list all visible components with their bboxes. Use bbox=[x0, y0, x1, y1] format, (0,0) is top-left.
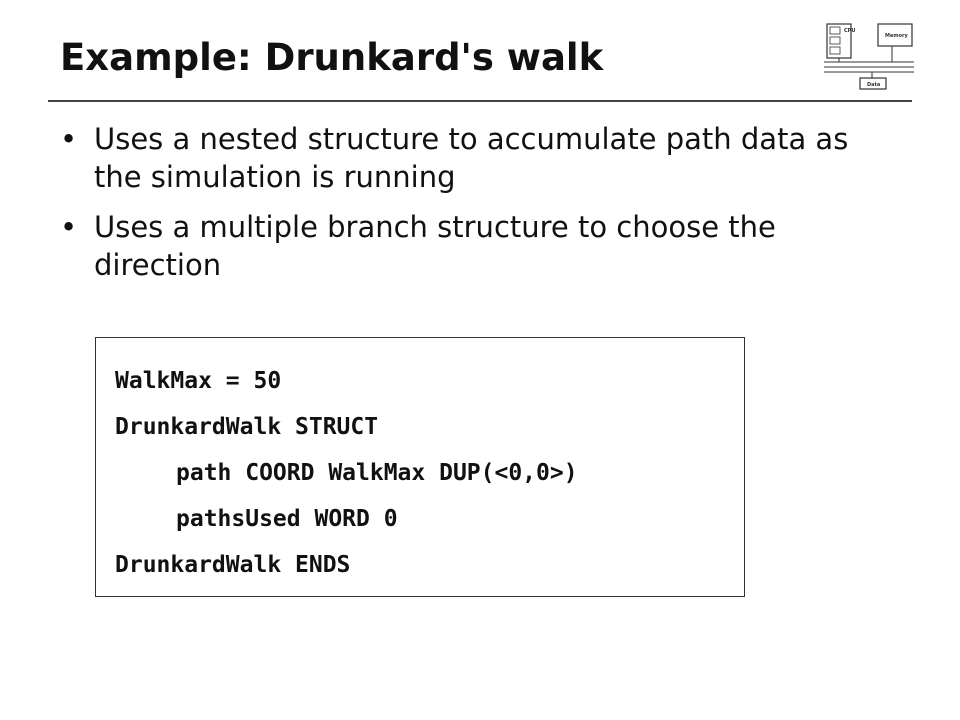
bullet-marker: • bbox=[60, 122, 78, 156]
computer-architecture-diagram-icon: CPU Memory Data bbox=[824, 23, 914, 90]
bullet-text: Uses a multiple branch structure to choo… bbox=[94, 210, 776, 282]
logo-label-cpu: CPU bbox=[844, 28, 855, 34]
bullet-text: Uses a nested structure to accumulate pa… bbox=[94, 122, 849, 194]
title-divider bbox=[48, 100, 912, 102]
bullet-marker: • bbox=[60, 210, 78, 244]
code-line: pathsUsed WORD 0 bbox=[176, 506, 398, 532]
bullet-item: • Uses a multiple branch structure to ch… bbox=[60, 208, 880, 284]
code-line: DrunkardWalk STRUCT bbox=[115, 414, 379, 440]
bullet-item: • Uses a nested structure to accumulate … bbox=[60, 120, 880, 196]
logo-label-data: Data bbox=[867, 82, 880, 88]
code-line: DrunkardWalk ENDS bbox=[115, 552, 351, 578]
code-block: WalkMax = 50 DrunkardWalk STRUCT path CO… bbox=[95, 337, 745, 597]
slide-title: Example: Drunkard's walk bbox=[60, 36, 604, 79]
code-line: path COORD WalkMax DUP(<0,0>) bbox=[176, 460, 578, 486]
bullet-list: • Uses a nested structure to accumulate … bbox=[60, 120, 880, 296]
code-line: WalkMax = 50 bbox=[115, 368, 282, 394]
logo-label-memory: Memory bbox=[885, 33, 908, 39]
